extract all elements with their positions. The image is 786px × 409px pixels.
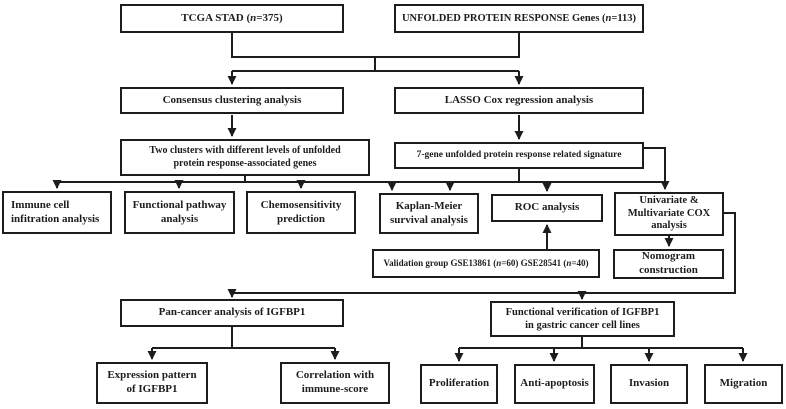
node-pan-cancer-igfbp1-label: Pan-cancer analysis of IGFBP1 <box>158 306 306 319</box>
node-functional-verification: Functional verification of IGFBP1 in gas… <box>490 301 675 337</box>
node-lasso-cox-label: LASSO Cox regression analysis <box>444 93 594 106</box>
node-immune-infiltration: Immune cell infitration analysis <box>2 191 112 234</box>
node-kaplan-meier-label: Kaplan-Meier survival analysis <box>390 199 468 226</box>
node-proliferation-label: Proliferation <box>428 377 490 390</box>
node-anti-apoptosis-label: Anti-apoptosis <box>520 377 589 390</box>
node-expression-pattern: Expression pattern of IGFBP1 <box>96 362 208 404</box>
node-migration: Migration <box>704 364 783 404</box>
node-correlation-immune-score-label: Correlation with immune-score <box>295 369 375 395</box>
node-correlation-immune-score: Correlation with immune-score <box>280 362 390 404</box>
node-immune-infiltration-label: Immune cell infitration analysis <box>11 198 100 225</box>
node-roc-analysis-label: ROC analysis <box>514 201 580 214</box>
node-kaplan-meier: Kaplan-Meier survival analysis <box>379 193 479 234</box>
node-nomogram-label: Nomogram construction <box>639 250 698 276</box>
node-consensus-clustering-label: Consensus clustering analysis <box>162 93 302 106</box>
node-two-clusters: Two clusters with different levels of un… <box>120 139 370 176</box>
node-tcga-stad-label: TCGA STAD (n=375) <box>181 11 283 24</box>
edge-cox-wrap-to-pancancer <box>227 212 736 298</box>
node-pan-cancer-igfbp1: Pan-cancer analysis of IGFBP1 <box>120 299 344 327</box>
node-proliferation: Proliferation <box>420 364 498 404</box>
node-7gene-signature: 7-gene unfolded protein response related… <box>394 142 644 169</box>
node-two-clusters-label: Two clusters with different levels of un… <box>149 145 341 169</box>
node-tcga-stad: TCGA STAD (n=375) <box>120 4 344 33</box>
node-invasion: Invasion <box>610 364 688 404</box>
edge-top-merge <box>231 33 520 58</box>
node-invasion-label: Invasion <box>628 377 670 390</box>
node-functional-verification-label: Functional verification of IGFBP1 in gas… <box>505 306 660 331</box>
node-7gene-signature-label: 7-gene unfolded protein response related… <box>416 149 622 160</box>
node-upr-genes-label: UNFOLDED PROTEIN RESPONSE Genes (n=113) <box>401 12 637 24</box>
node-uni-multivariate-cox: Univariate & Multivariate COX analysis <box>614 192 724 236</box>
node-validation-group-label: Validation group GSE13861 (n=60) GSE2854… <box>383 257 589 268</box>
node-chemosensitivity-label: Chemosensitivity prediction <box>260 198 342 225</box>
node-migration-label: Migration <box>719 377 768 390</box>
node-functional-pathway-label: Functional pathway analysis <box>132 198 227 225</box>
node-functional-pathway: Functional pathway analysis <box>124 191 235 234</box>
node-chemosensitivity: Chemosensitivity prediction <box>246 191 356 234</box>
node-nomogram: Nomogram construction <box>613 249 724 279</box>
edge-signature-side-to-cox <box>644 147 670 190</box>
node-expression-pattern-label: Expression pattern of IGFBP1 <box>107 369 197 395</box>
flow-edges <box>52 33 748 362</box>
node-upr-genes: UNFOLDED PROTEIN RESPONSE Genes (n=113) <box>394 4 644 33</box>
node-roc-analysis: ROC analysis <box>491 194 603 222</box>
node-lasso-cox: LASSO Cox regression analysis <box>394 87 644 114</box>
node-consensus-clustering: Consensus clustering analysis <box>120 87 344 114</box>
node-validation-group: Validation group GSE13861 (n=60) GSE2854… <box>372 249 600 278</box>
node-uni-multivariate-cox-label: Univariate & Multivariate COX analysis <box>627 195 711 232</box>
node-anti-apoptosis: Anti-apoptosis <box>514 364 595 404</box>
